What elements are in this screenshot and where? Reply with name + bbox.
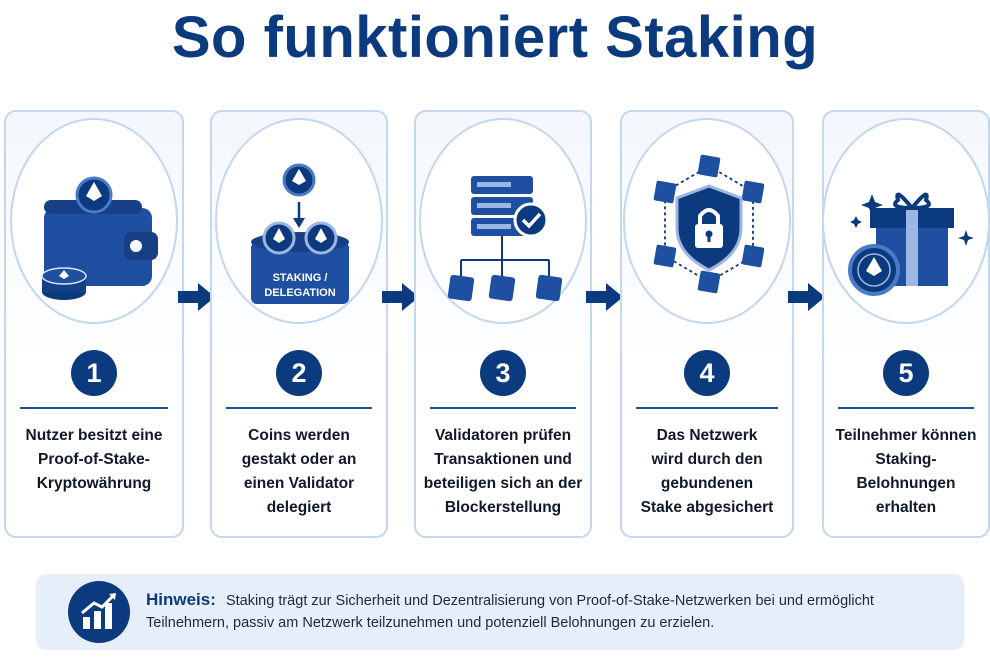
step-divider-3	[430, 407, 576, 409]
step-text-3: Validatoren prüfen Transaktionen und bet…	[423, 427, 583, 516]
arrow-right-icon	[788, 283, 825, 311]
arrow-right-icon	[586, 283, 623, 311]
wallet-coins-icon	[41, 176, 158, 300]
pool-label-line2: DELEGATION	[264, 287, 335, 299]
note-body: Staking trägt zur Sicherheit und Dezentr…	[146, 593, 874, 631]
gift-reward-icon	[848, 192, 974, 296]
step-divider-2	[226, 407, 372, 409]
note-label: Hinweis:	[146, 590, 216, 609]
step-text-5: Teilnehmer können Staking-Belohnungen er…	[835, 427, 977, 516]
step-illustration-1	[10, 118, 178, 324]
step-text-2: Coins werden gestakt oder an einen Valid…	[241, 427, 357, 516]
steps-row: 1 Nutzer besitzt eine Proof-of-Stake-Kry…	[0, 110, 990, 540]
page-title: So funktioniert Staking	[171, 5, 819, 70]
server-network-icon	[447, 176, 563, 302]
pool-label-line1: STAKING /	[273, 272, 328, 284]
step-card-3: 3 Validatoren prüfen Transaktionen und b…	[414, 110, 592, 538]
step-text-4: Das Netzwerk wird durch den gebundenen S…	[640, 427, 774, 516]
step-illustration-5	[822, 118, 990, 324]
step-divider-5	[838, 407, 974, 409]
arrow-right-icon	[382, 283, 419, 311]
step-illustration-4	[623, 118, 791, 324]
step-illustration-3	[419, 118, 587, 324]
step-number-1: 1	[71, 350, 117, 396]
step-number-4: 4	[684, 350, 730, 396]
step-illustration-2: STAKING / DELEGATION	[215, 118, 383, 324]
staking-pool-icon: STAKING / DELEGATION	[251, 163, 349, 304]
arrow-right-icon	[178, 283, 215, 311]
shield-lock-icon	[653, 154, 765, 294]
step-text-1: Nutzer besitzt eine Proof-of-Stake-Krypt…	[25, 427, 163, 492]
step-card-5: 5 Teilnehmer können Staking-Belohnungen …	[822, 110, 990, 538]
growth-chart-icon	[68, 581, 130, 643]
step-card-2: STAKING / DELEGATION 2 Coins werden gest…	[210, 110, 388, 538]
note-text: Hinweis: Staking trägt zur Sicherheit un…	[146, 589, 944, 634]
step-divider-1	[20, 407, 168, 409]
step-number-3: 3	[480, 350, 526, 396]
step-number-5: 5	[883, 350, 929, 396]
step-divider-4	[636, 407, 778, 409]
note-box: Hinweis: Staking trägt zur Sicherheit un…	[36, 574, 964, 650]
step-card-4: 4 Das Netzwerk wird durch den gebundenen…	[620, 110, 794, 538]
step-number-2: 2	[276, 350, 322, 396]
step-card-1: 1 Nutzer besitzt eine Proof-of-Stake-Kry…	[4, 110, 184, 538]
